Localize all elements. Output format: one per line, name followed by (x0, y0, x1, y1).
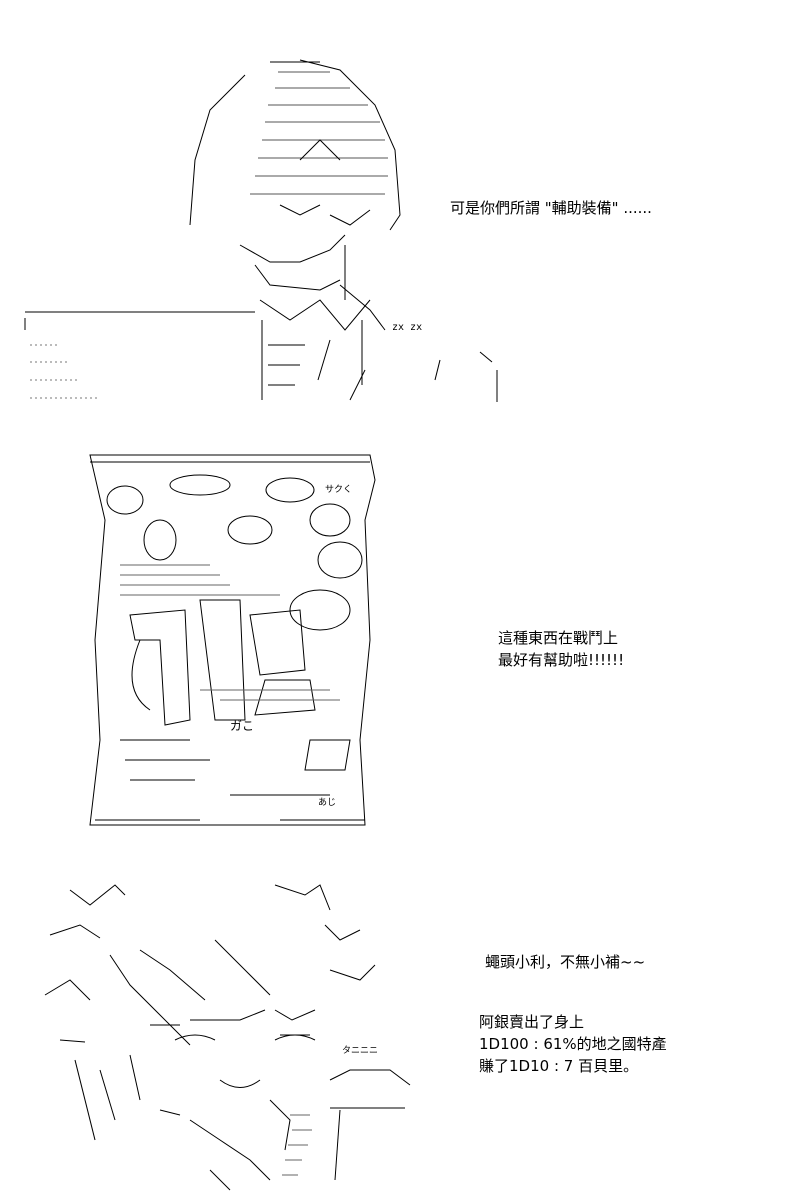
caption-panel-2-line-1: 這種東西在戰鬥上 (498, 629, 619, 647)
bag-text-bottom: あじ (318, 797, 336, 808)
caption-panel-2-line-2: 最好有幫助啦!!!!!! (498, 651, 625, 669)
art-label-text: タニニニ (342, 1045, 378, 1056)
snack-bag-aa-art: サクく ガこ あじ (89, 454, 376, 826)
bag-text-top: サクく (325, 484, 352, 495)
caption-panel-3-line-4: 賺了1D10 : 7 百貝里。 (479, 1057, 639, 1075)
character-aa-art-head-down: zx zx (24, 59, 498, 402)
caption-panel-3-line-1: 蠅頭小利，不無小補~~ (485, 953, 646, 971)
caption-panel-3-line-3: 1D100 : 61%的地之國特產 (479, 1035, 667, 1053)
bag-text-mid: ガこ (230, 719, 254, 733)
panel-1: zx zx 可是你們所謂 "輔助裝備" ...... (0, 0, 800, 420)
zx-sound-text: zx zx (392, 322, 422, 333)
panel-3: タニニニ 蠅頭小利，不無小補~~ 阿銀賣出了身上 1D100 : 61%的地之國… (0, 870, 800, 1200)
caption-panel-1: 可是你們所謂 "輔助裝備" ...... (450, 199, 652, 217)
caption-panel-3-line-2: 阿銀賣出了身上 (479, 1013, 585, 1031)
character-aa-art-pleased: タニニニ (44, 884, 411, 1191)
panel-2: サクく ガこ あじ 這種東西在戰鬥上 最好有幫助啦!!!!!! (0, 440, 800, 840)
